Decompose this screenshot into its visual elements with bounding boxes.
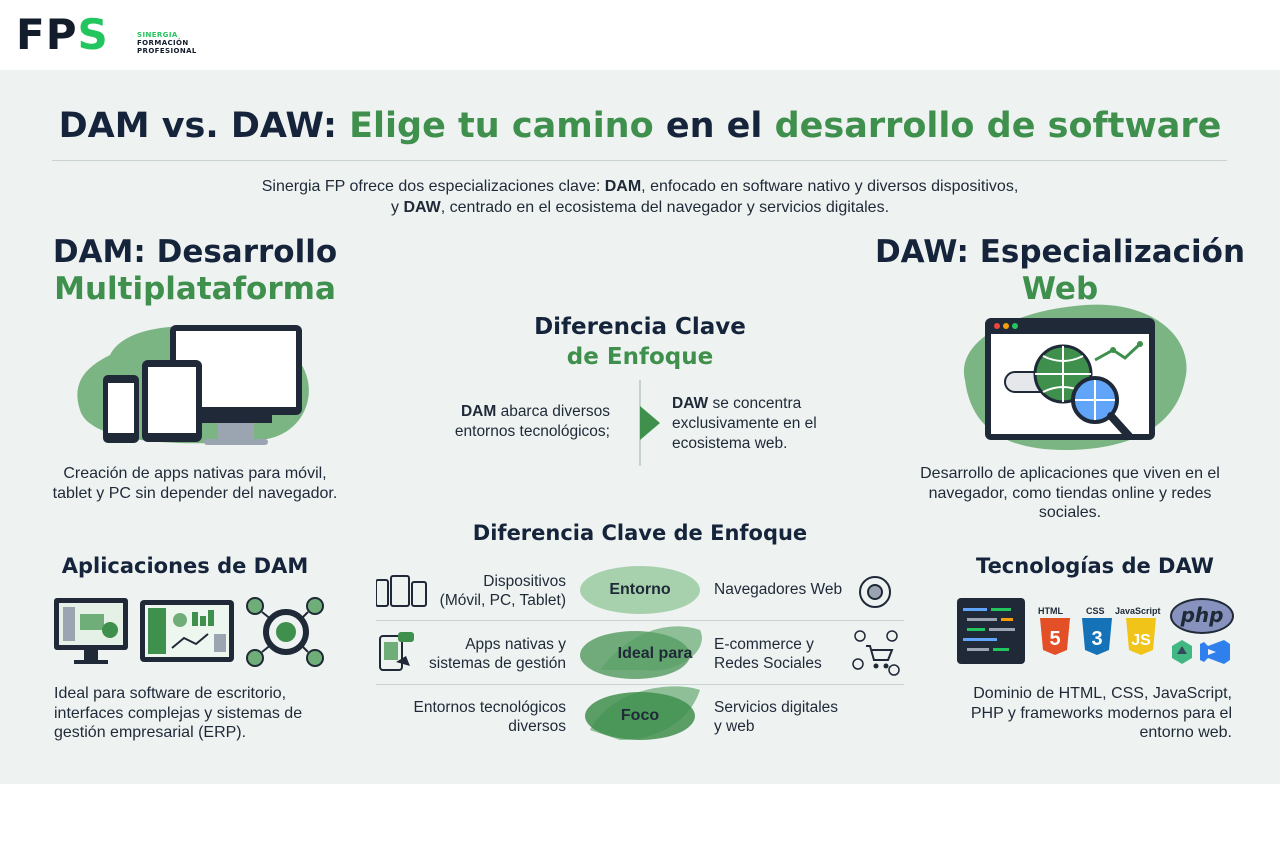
logo-tagline: SINERGIA FORMACIÓN PROFESIONAL xyxy=(137,31,197,55)
html5-icon: 5 xyxy=(1040,618,1070,655)
comparison-heading: Diferencia Clave de Enfoque xyxy=(472,521,808,545)
dam-apps-description: Ideal para software de escritorio, inter… xyxy=(54,685,303,741)
page-title: DAM vs. DAW: Elige tu camino en el desar… xyxy=(58,106,1222,146)
mobile-app-icon xyxy=(379,632,414,671)
row-center-label: Ideal para xyxy=(617,645,693,662)
intro-text: Sinergia FP ofrece dos especializaciones… xyxy=(261,178,1019,216)
row-center-label: Entorno xyxy=(609,581,671,598)
table-divider-2 xyxy=(376,684,904,685)
footer-space xyxy=(0,784,1280,854)
row-right: Servicios digitales y web xyxy=(714,699,839,735)
dam-apps-icons xyxy=(54,597,324,667)
table-divider-1 xyxy=(376,620,904,621)
center-heading: Diferencia Clave de Enfoque xyxy=(534,314,746,370)
row-left: Entornos tecnológicos diversos xyxy=(413,699,566,735)
row-right: Navegadores Web xyxy=(714,581,843,598)
divider-chevron-icon xyxy=(639,380,660,466)
html-label: HTML xyxy=(1038,606,1063,616)
dam-focus-text: DAM abarca diversos entornos tecnológico… xyxy=(454,403,610,440)
daw-description: Desarrollo de aplicaciones que viven en … xyxy=(920,465,1220,521)
dam-apps-heading: Aplicaciones de DAM xyxy=(61,554,309,578)
daw-heading: DAW: Especialización Web xyxy=(874,234,1246,307)
framework-icons xyxy=(1172,640,1230,664)
row-center-label: Foco xyxy=(620,707,660,724)
title-divider xyxy=(52,160,1227,161)
svg-text:3: 3 xyxy=(1091,628,1102,650)
center-flow-shape xyxy=(580,566,702,740)
css-label: CSS xyxy=(1086,606,1105,616)
dam-description: Creación de apps nativas para móvil, tab… xyxy=(52,465,338,502)
svg-text:JS: JS xyxy=(1131,632,1151,649)
row-left: Dispositivos (Móvil, PC, Tablet) xyxy=(439,573,566,609)
code-editor-icon xyxy=(957,598,1025,664)
web-browser-icon xyxy=(963,304,1187,450)
devices-small-icon xyxy=(376,575,427,607)
javascript-icon: JS xyxy=(1126,618,1156,655)
row-left: Apps nativas y sistemas de gestión xyxy=(429,636,566,672)
daw-focus-text: DAW se concentra exclusivamente en el ec… xyxy=(672,395,817,452)
row-right: E-commerce y Redes Sociales xyxy=(714,636,822,672)
css3-icon: 3 xyxy=(1082,618,1112,655)
php-icon: php xyxy=(1170,598,1234,634)
daw-tech-description: Dominio de HTML, CSS, JavaScript, PHP y … xyxy=(970,685,1232,741)
svg-text:5: 5 xyxy=(1049,628,1060,650)
browser-chrome-icon xyxy=(859,576,891,608)
js-label: JavaScript xyxy=(1115,606,1161,616)
header-bar xyxy=(0,0,1280,70)
fps-logo[interactable]: FPS xyxy=(16,10,109,59)
devices-icon xyxy=(77,325,309,445)
ecommerce-cart-icon xyxy=(852,630,900,676)
daw-tech-heading: Tecnologías de DAW xyxy=(976,554,1214,578)
dam-heading: DAM: Desarrollo Multiplataforma xyxy=(52,234,338,307)
